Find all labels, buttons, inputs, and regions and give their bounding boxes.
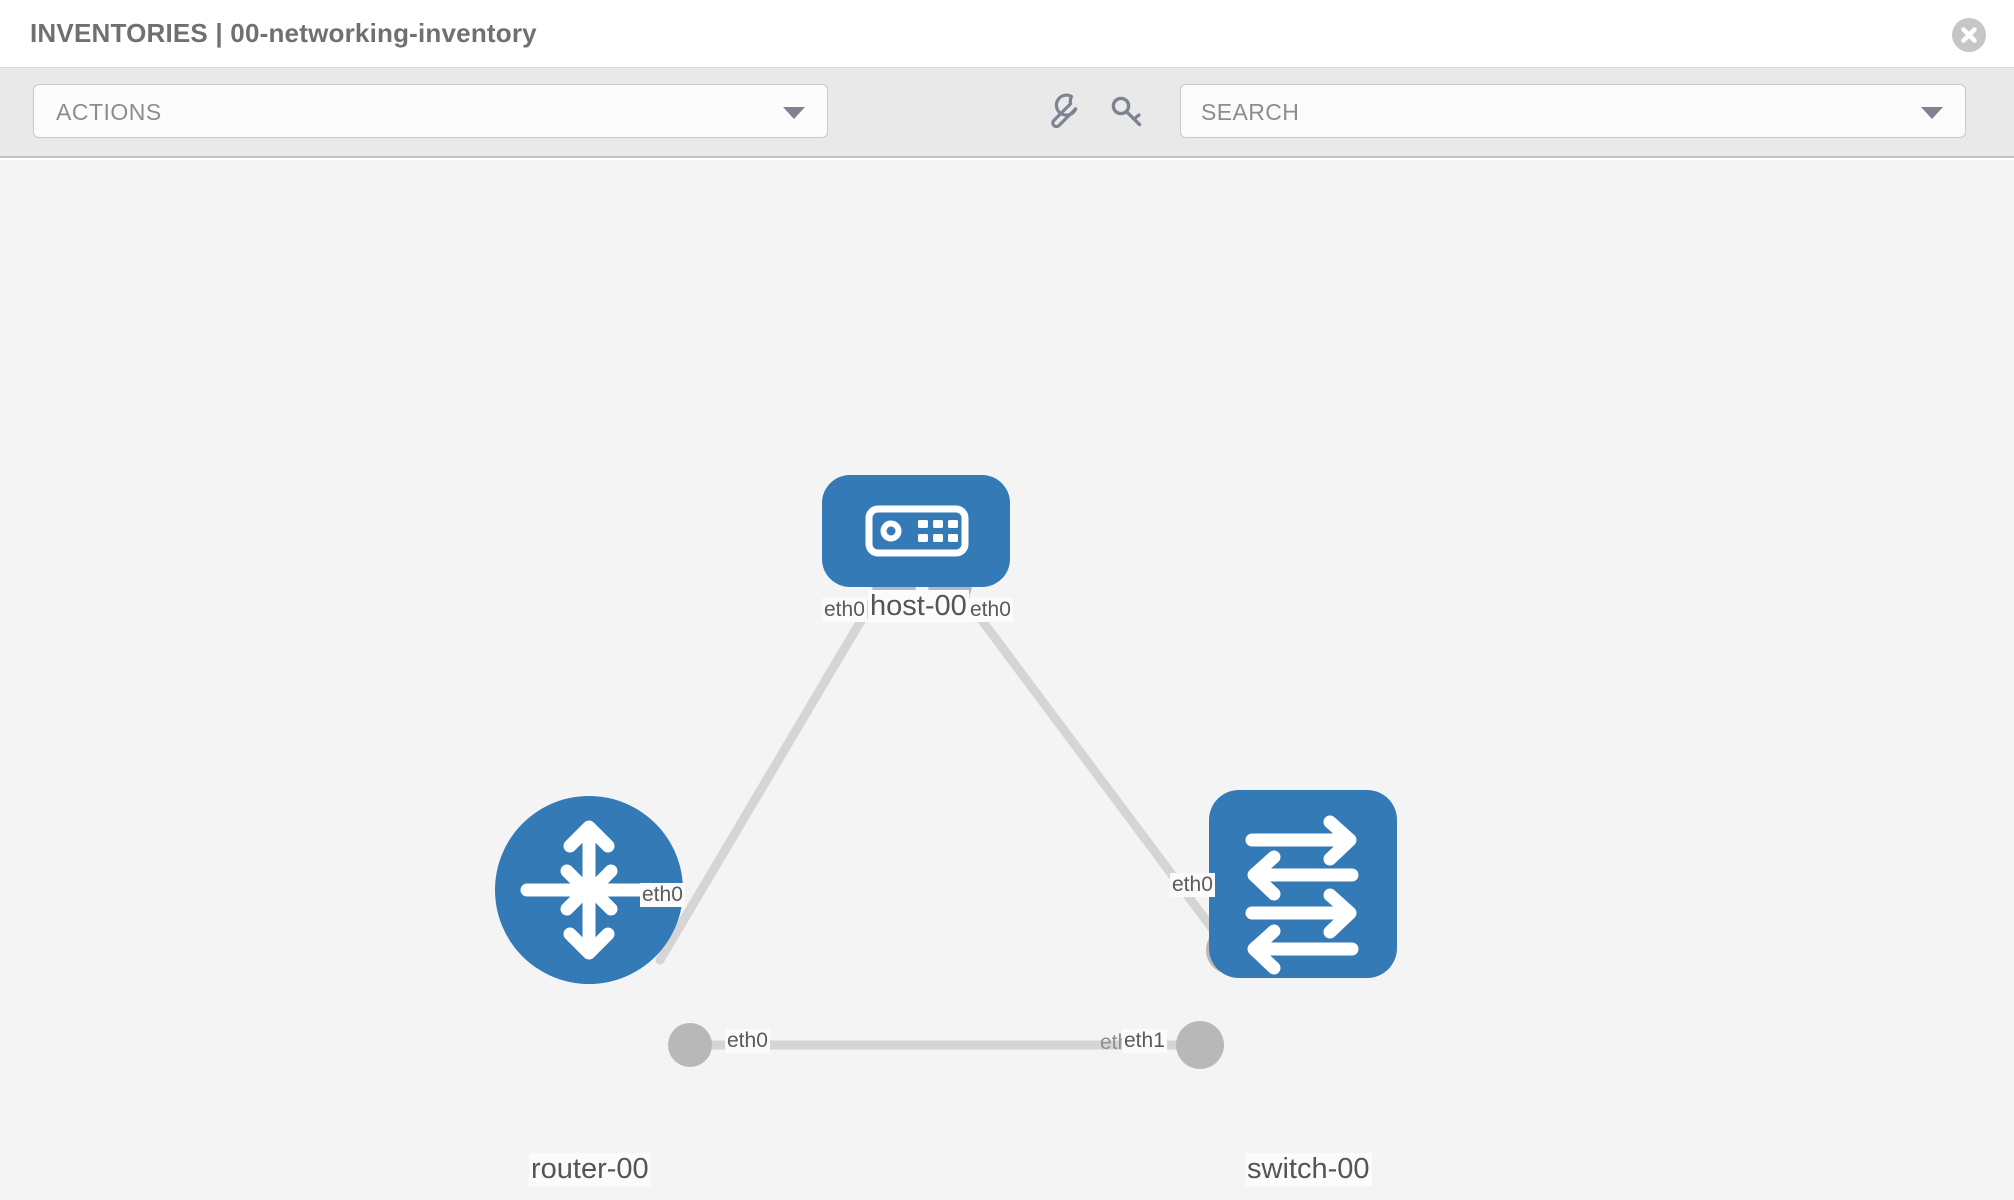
edge-host-router [655,570,893,965]
node-label-switch: switch-00 [1245,1153,1372,1186]
edge-label: eth0 [1170,873,1215,897]
topology-graph [495,475,1397,1069]
edge-label: eth0 [725,1029,770,1053]
edge-label: eth1 [1122,1029,1167,1053]
node-host-00[interactable] [822,475,1010,587]
actions-dropdown-label: ACTIONS [56,99,162,125]
page-title: INVENTORIES | 00-networking-inventory [30,18,537,48]
topology-canvas[interactable]: eth0 eth0 eth0 eth0 eth0 eth eth1 host-0… [0,160,2014,1200]
key-icon[interactable] [1104,88,1150,134]
actions-dropdown[interactable]: ACTIONS [33,84,828,138]
switch-arrows-icon [1245,815,1359,975]
close-icon[interactable] [1952,18,1986,52]
edge-label: eth0 [640,883,685,907]
chevron-down-icon [783,107,805,119]
node-router-00[interactable] [495,796,683,984]
wrench-icon[interactable] [1039,88,1085,134]
edge-label-occluded: eth [1100,1031,1130,1054]
port-markers [668,563,1254,1069]
port-router-right [668,1023,712,1067]
search-placeholder: SEARCH [1201,99,1300,125]
search-input[interactable]: SEARCH [1180,84,1966,138]
chevron-down-icon[interactable] [1921,107,1943,119]
edge-label: eth0 [822,598,867,622]
node-label-host: host-00 [868,590,969,623]
port-switch-left [1176,1021,1224,1069]
page-header: INVENTORIES | 00-networking-inventory [0,0,2014,68]
node-switch-00[interactable] [1209,790,1397,978]
node-label-router: router-00 [529,1153,651,1186]
router-arrows-icon [520,820,658,960]
edge-host-switch [943,570,1237,960]
server-icon [865,505,969,557]
edge-label: eth0 [968,598,1013,622]
